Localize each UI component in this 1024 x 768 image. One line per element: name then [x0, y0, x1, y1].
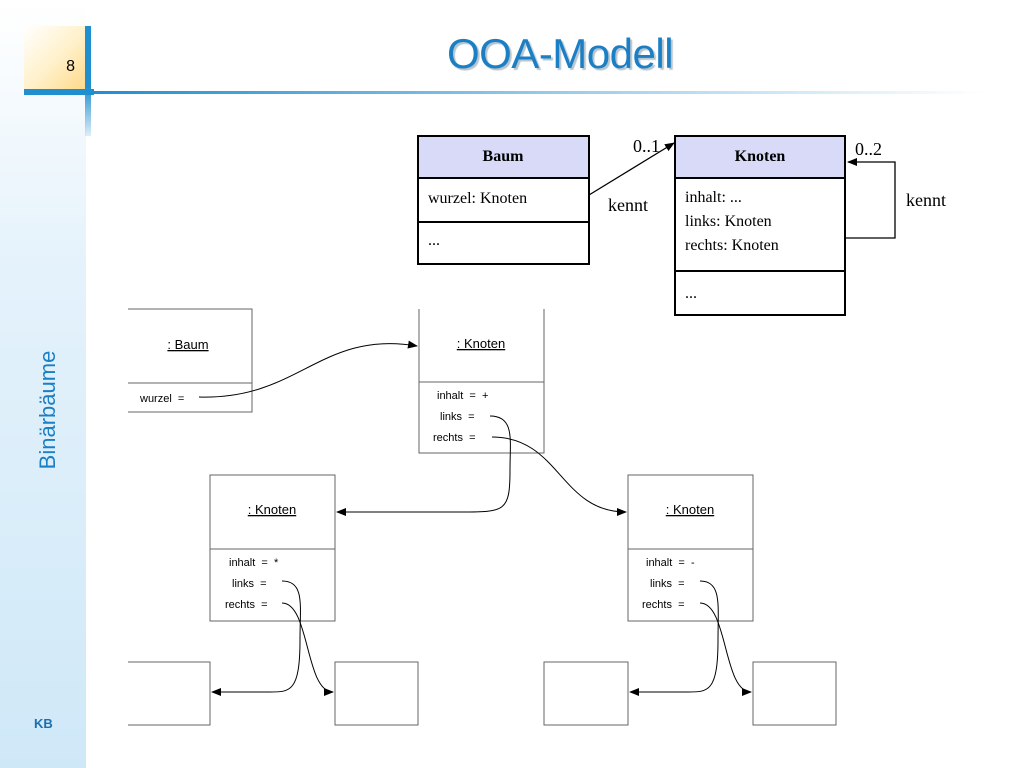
link-right-rechts [699, 602, 752, 696]
association1-label: kennt [608, 195, 648, 215]
link-wurzel [198, 340, 418, 398]
leaf-box-1 [128, 661, 211, 726]
object-right-links: links = [650, 578, 685, 590]
object-baum-wurzel: wurzel = [139, 393, 184, 405]
object-left-name: : Knoten [248, 502, 296, 517]
link-left-links [211, 580, 301, 696]
object-knoten-left: : Knoten inhalt = * links = rechts = [209, 474, 336, 622]
association2-label: kennt [906, 190, 946, 210]
object-right-name: : Knoten [666, 502, 714, 517]
object-left-rechts: rechts = [225, 599, 268, 611]
association-baum-knoten [588, 142, 675, 196]
object-root-name: : Knoten [457, 336, 505, 351]
object-root-links: links = [440, 411, 475, 423]
association1-multiplicity: 0..1 [633, 136, 660, 156]
object-left-links: links = [232, 578, 267, 590]
slide-title: OOA-Modell [446, 30, 674, 77]
leaf-box-2 [334, 661, 419, 726]
object-root-inhalt: inhalt = + [437, 390, 488, 402]
class-knoten-methods: ... [685, 285, 697, 302]
class-knoten: Knoten inhalt: ... links: Knoten rechts:… [674, 135, 846, 316]
link-root-links [336, 415, 511, 516]
object-right-inhalt: inhalt = - [646, 557, 695, 569]
object-knoten-right: : Knoten inhalt = - links = rechts = [627, 474, 754, 622]
class-baum-methods: ... [428, 232, 440, 249]
class-knoten-attr-inhalt: inhalt: ... [685, 189, 742, 206]
class-baum-attributes: wurzel: Knoten [428, 190, 527, 207]
footer-label: KB [34, 716, 53, 731]
class-knoten-name: Knoten [735, 148, 786, 165]
header-rule [94, 91, 984, 94]
association-knoten-self [846, 158, 896, 239]
sidebar-background [0, 0, 86, 768]
leaf-box-4 [752, 661, 837, 726]
class-baum-name: Baum [483, 148, 525, 165]
object-baum: : Baum wurzel = [128, 308, 253, 413]
association2-multiplicity: 0..2 [855, 139, 882, 159]
page-number-box: 8 [24, 26, 85, 89]
link-root-rechts [491, 436, 627, 516]
page-number: 8 [66, 58, 75, 75]
object-right-rechts: rechts = [642, 599, 685, 611]
object-knoten-root: : Knoten inhalt = + links = rechts = [418, 309, 545, 454]
link-right-links [629, 580, 719, 696]
object-left-inhalt: inhalt = * [229, 557, 279, 569]
class-baum: Baum wurzel: Knoten ... [417, 135, 590, 265]
object-root-rechts: rechts = [433, 432, 476, 444]
link-left-rechts [281, 602, 334, 696]
class-knoten-attr-links: links: Knoten [685, 213, 772, 230]
leaf-box-3 [543, 661, 629, 726]
header-bar-accent [24, 89, 94, 95]
object-baum-name: : Baum [167, 337, 208, 352]
sidebar-rule [85, 26, 91, 136]
class-knoten-attr-rechts: rechts: Knoten [685, 237, 779, 254]
